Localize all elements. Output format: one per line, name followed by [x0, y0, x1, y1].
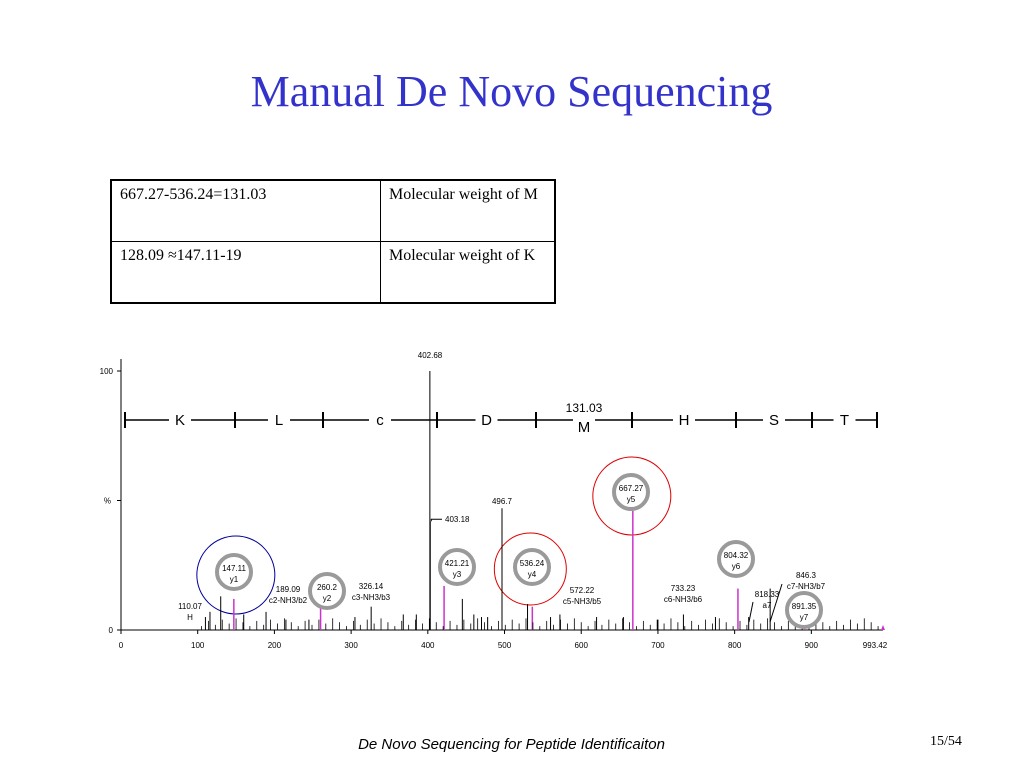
peak-ion-label: y2: [323, 594, 332, 603]
red-highlight-circle: [493, 532, 567, 606]
peak-ion-label: c2-NH3/b2: [269, 596, 308, 605]
red-highlight-circle: [592, 456, 672, 536]
sequence-gap: [369, 412, 391, 428]
peak-ion-label: y3: [453, 570, 462, 579]
peak-ion-label: y7: [800, 613, 809, 622]
footer-text: De Novo Sequencing for Peptide Identific…: [358, 736, 665, 753]
peak-mz-label: 403.18: [445, 515, 470, 524]
peak-ion-label: c6-NH3/b6: [664, 595, 703, 604]
x-tick-label: 700: [651, 641, 665, 650]
sequence-gap: [268, 412, 290, 428]
sequence-residue: L: [275, 412, 283, 429]
x-tick-label: 800: [728, 641, 742, 650]
peak-mz-label: 804.32: [724, 551, 749, 560]
peak-ion-label: H: [187, 613, 193, 622]
sequence-gap: [763, 412, 785, 428]
sequence-gap: [169, 412, 191, 428]
peak-mz-label: 667.27: [619, 484, 644, 493]
peak-mz-label: 260.2: [317, 583, 338, 592]
sequence-residue: K: [175, 412, 185, 429]
peak-mz-label: 147.11: [222, 564, 246, 573]
peak-ion-label: y1: [230, 575, 239, 584]
peak-mz-label: 572.22: [570, 586, 595, 595]
ion-label-circle: [717, 540, 755, 578]
sequence-residue: M: [578, 419, 591, 436]
peak-ion-label: a7: [763, 601, 772, 610]
peak-ion-label: c5-NH3/b5: [563, 597, 602, 606]
sequence-gap: [833, 412, 856, 428]
sequence-residue: T: [840, 412, 849, 429]
table-row: 128.09 ≈147.11-19 Molecular weight of K: [110, 241, 556, 304]
sequence-residue: D: [481, 412, 492, 429]
x-end-label: 993.42: [863, 641, 888, 650]
x-tick-label: 0: [119, 641, 124, 650]
ion-label-circle: [513, 548, 551, 586]
ion-label-circle: [438, 548, 476, 586]
peak-mz-label: 110.07: [178, 602, 202, 611]
peak-mz-label: 733.23: [671, 584, 696, 593]
sequence-gap: [673, 412, 695, 428]
peak-mz-label: 421.21: [445, 559, 470, 568]
peak-ion-label: y5: [627, 495, 636, 504]
page-number: 15/54: [930, 734, 962, 749]
x-tick-label: 400: [421, 641, 435, 650]
peak-ion-label: y6: [732, 562, 741, 571]
table-cell-calc: 667.27-536.24=131.03: [110, 179, 381, 242]
peak-mz-label: 189.09: [276, 585, 301, 594]
blue-highlight-circle: [196, 535, 276, 615]
label-connector: [430, 518, 442, 522]
sequence-gap: [475, 412, 498, 428]
table-cell-desc: Molecular weight of M: [380, 179, 556, 242]
label-connector: [748, 601, 754, 623]
ion-label-circle: [612, 473, 650, 511]
sequence-residue: S: [769, 412, 779, 429]
peak-ion-label: y4: [528, 570, 537, 579]
sequence-gap: [573, 412, 595, 428]
peak-mz-label: 496.7: [492, 497, 513, 506]
peak-mz-label: 846.3: [796, 571, 817, 580]
x-tick-label: 900: [805, 641, 819, 650]
peak-mz-label: 891.35: [792, 602, 817, 611]
peak-mz-label: 402.68: [418, 351, 443, 360]
axis-end-marker: [881, 625, 885, 630]
sequence-residue: H: [679, 412, 690, 429]
sequence-annotation: 131.03: [566, 401, 603, 415]
table-cell-desc: Molecular weight of K: [380, 241, 556, 304]
y-tick-label: 100: [100, 367, 114, 376]
info-table: 667.27-536.24=131.03 Molecular weight of…: [110, 179, 556, 304]
table-row: 667.27-536.24=131.03 Molecular weight of…: [110, 179, 556, 242]
table-cell-calc: 128.09 ≈147.11-19: [110, 241, 381, 304]
ion-label-circle: [308, 572, 346, 610]
y-axis-label: %: [104, 497, 111, 506]
peak-mz-label: 536.24: [520, 559, 545, 568]
x-tick-label: 200: [268, 641, 282, 650]
peak-mz-label: 326.14: [359, 582, 384, 591]
y-tick-label: 0: [109, 626, 114, 635]
x-tick-label: 300: [344, 641, 358, 650]
ion-label-circle: [785, 591, 823, 629]
mass-spectrum-chart: 100 0% 0 100 200 300 400 500 600 700 800 900 993.42 1…: [100, 351, 888, 650]
peak-ion-label: c3-NH3/b3: [352, 593, 391, 602]
sequence-residue: c: [376, 412, 384, 429]
peak-mz-label: 818.33: [755, 590, 780, 599]
x-tick-label: 100: [191, 641, 205, 650]
peak-ion-label: c7-NH3/b7: [787, 582, 826, 591]
slide-title: Manual De Novo Sequencing: [250, 67, 773, 116]
ion-label-circle: [215, 553, 253, 591]
label-connector: [769, 583, 783, 623]
x-tick-label: 500: [498, 641, 512, 650]
x-tick-label: 600: [575, 641, 589, 650]
